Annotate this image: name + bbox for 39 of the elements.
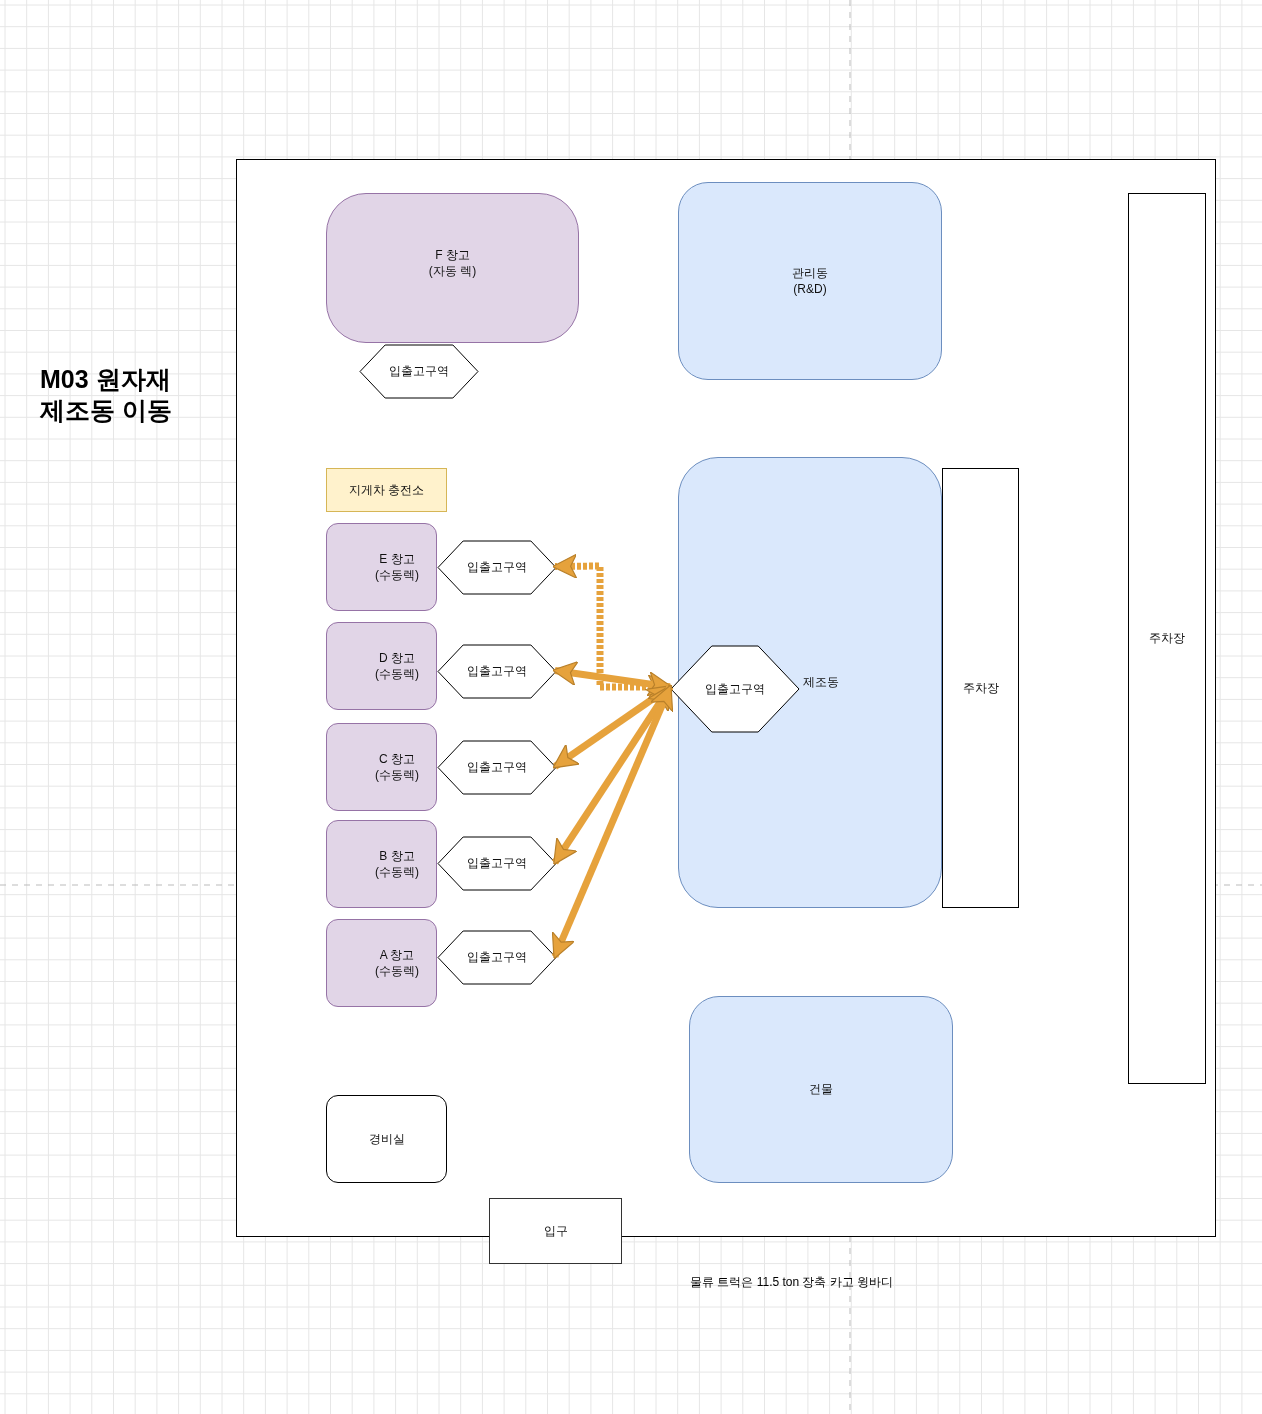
label-text: 입출고구역 [467, 855, 527, 872]
label-text: 제조동 [803, 674, 839, 691]
label-text: 관리동 (R&D) [791, 264, 829, 298]
label-text: C 창고 (수동렉) [374, 750, 420, 784]
label-text: 입출고구역 [467, 663, 527, 680]
site-boundary [236, 159, 1216, 1237]
warehouse-block [326, 622, 437, 710]
label-text: 입출고구역 [467, 559, 527, 576]
diagram-title: M03 원자재 제조동 이동 [40, 364, 173, 427]
entrance-gate [489, 1198, 622, 1264]
arrow [551, 684, 674, 960]
label-text: 건물 [809, 1081, 833, 1098]
parking-lot [1128, 193, 1206, 1084]
label-text: E 창고 (수동렉) [374, 550, 420, 584]
warehouse-block [326, 820, 437, 908]
label-text: F 창고 (자동 렉) [427, 246, 478, 280]
label-text: 입출고구역 [705, 680, 765, 698]
label-text: D 창고 (수동렉) [374, 649, 420, 683]
label-text: A 창고 (수동렉) [374, 946, 420, 980]
building-block [689, 996, 953, 1183]
charging-station [326, 468, 447, 512]
warehouse-block [326, 919, 437, 1007]
label-text: 입구 [543, 1222, 568, 1240]
building-block [678, 182, 942, 380]
label-text: 경비실 [368, 1130, 405, 1148]
parking-lot [942, 468, 1019, 908]
label-text: 입출고구역 [389, 363, 449, 380]
note-text: 물류 트럭은 11.5 ton 장축 카고 윙바디 [690, 1274, 890, 1291]
label-text: 지게차 충전소 [348, 481, 425, 499]
label-text: 입출고구역 [467, 949, 527, 966]
arrow [552, 661, 673, 697]
label-text: B 창고 (수동렉) [374, 847, 420, 881]
label-text: 주차장 [962, 679, 999, 697]
label-text: 입출고구역 [467, 759, 527, 776]
warehouse-block [326, 193, 579, 343]
guard-house [326, 1095, 447, 1183]
warehouse-block [326, 523, 437, 611]
warehouse-block [326, 723, 437, 811]
label-text: 주차장 [1149, 630, 1185, 647]
